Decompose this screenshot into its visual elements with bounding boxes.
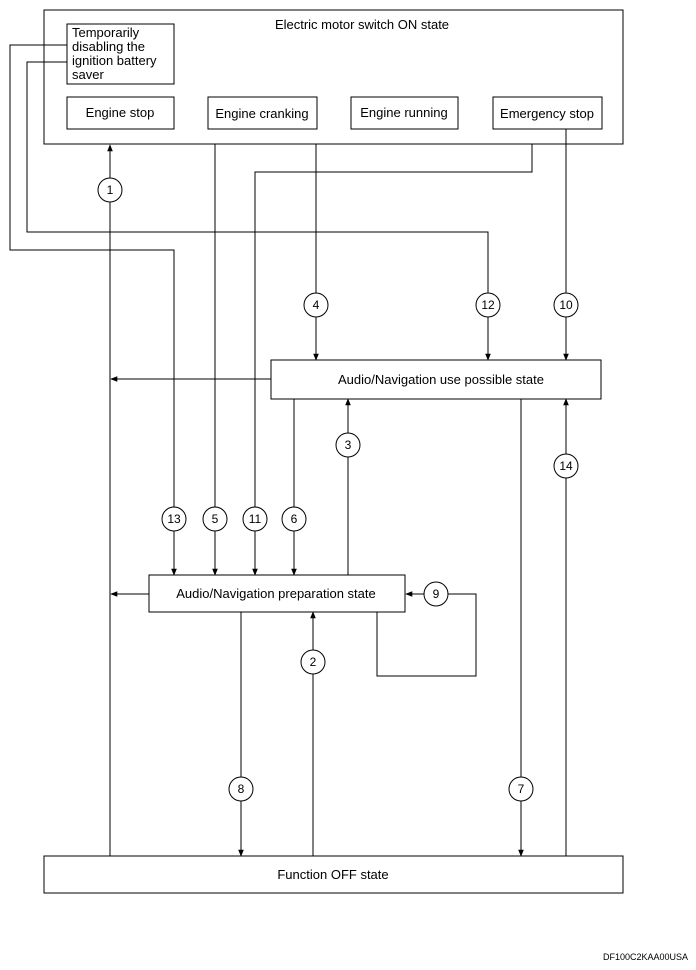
- preparation-label: Audio/Navigation preparation state: [176, 586, 375, 601]
- temp-disable-line-2: disabling the: [72, 39, 145, 54]
- on-state-title: Electric motor switch ON state: [275, 17, 449, 32]
- transition-2-number: 2: [310, 655, 317, 669]
- transition-1-number: 1: [107, 183, 114, 197]
- transition-3-circle: [335, 432, 361, 458]
- transition-4-circle: [303, 292, 329, 318]
- transition-13-circle: [161, 506, 187, 532]
- transition-6-circle: [281, 506, 307, 532]
- transition-5-circle: [202, 506, 228, 532]
- transition-5-number: 5: [212, 512, 219, 526]
- temp-disable-line-3: ignition battery: [72, 53, 157, 68]
- transition-14-number: 14: [559, 459, 573, 473]
- transition-12-number: 12: [481, 298, 495, 312]
- transition-11-circle: [242, 506, 268, 532]
- transition-3-number: 3: [345, 438, 352, 452]
- use-possible-label: Audio/Navigation use possible state: [338, 372, 544, 387]
- emergency-stop-box: [492, 96, 603, 130]
- transition-13-number: 13: [167, 512, 181, 526]
- transition-6-number: 6: [291, 512, 298, 526]
- transition-8-number: 8: [238, 782, 245, 796]
- engine-stop-label: Engine stop: [86, 105, 155, 120]
- transition-10-circle: [553, 292, 579, 318]
- transition-12-line: [26, 61, 491, 361]
- temp-disable-line-1: Temporarily: [72, 25, 140, 40]
- transition-8-circle: [228, 776, 254, 802]
- engine-cranking-box: [207, 96, 318, 130]
- transition-12-circle: [475, 292, 501, 318]
- temp-disable-line-4: saver: [72, 67, 104, 82]
- transition-9-line: [376, 591, 477, 677]
- emergency-stop-label: Emergency stop: [500, 106, 594, 121]
- engine-stop-box: [66, 96, 175, 130]
- figure-code: DF100C2KAA00USA: [603, 952, 688, 962]
- transition-10-number: 10: [559, 298, 573, 312]
- temp-disable-box: [66, 23, 175, 85]
- function-off-label: Function OFF state: [277, 867, 388, 882]
- transition-7-number: 7: [518, 782, 525, 796]
- use-possible-box: [270, 359, 602, 400]
- transition-9-number: 9: [433, 587, 440, 601]
- transition-4-number: 4: [313, 298, 320, 312]
- function-off-box: [43, 855, 624, 894]
- transition-11-number: 11: [249, 512, 262, 526]
- engine-cranking-label: Engine cranking: [215, 106, 308, 121]
- transition-7-circle: [508, 776, 534, 802]
- engine-running-box: [350, 96, 459, 130]
- transition-13-line: [9, 44, 177, 576]
- transition-2-circle: [300, 649, 326, 675]
- engine-running-label: Engine running: [360, 105, 447, 120]
- transition-11-line: [252, 144, 533, 576]
- transition-1-circle: [97, 177, 123, 203]
- transition-14-circle: [553, 453, 579, 479]
- transition-9-circle: [423, 581, 449, 607]
